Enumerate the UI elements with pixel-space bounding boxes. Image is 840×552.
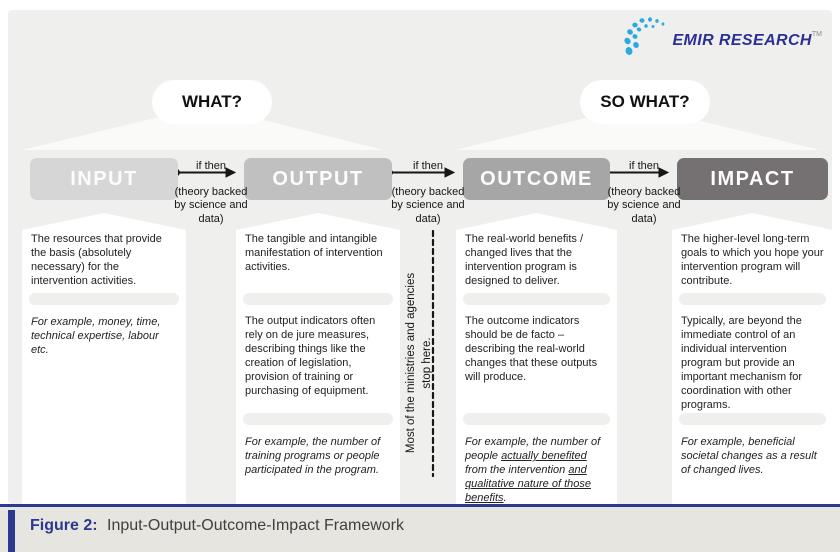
output-definition: The tangible and intangible manifestatio… [245, 233, 383, 273]
section-divider [463, 413, 610, 425]
outcome-description-column: The real-world benefits / changed lives … [456, 213, 617, 510]
outcome-example-part: For example, the number of people [465, 436, 601, 462]
outcome-definition: The real-world benefits / changed lives … [465, 233, 583, 287]
outcome-example-underlined: and qualitative nature of those benefits [465, 464, 591, 504]
section-divider [29, 293, 179, 305]
output-description-column: The tangible and intangible manifestatio… [236, 213, 400, 510]
impact-description-column: The higher-level long-term goals to whic… [672, 213, 833, 510]
connector-label-3: if then (theory backed by science and da… [606, 160, 682, 226]
so-what-bubble: SO WHAT? [580, 80, 710, 124]
impact-box: IMPACT [677, 158, 828, 200]
logo-swirl-icon [624, 17, 665, 55]
caption-top-rule [0, 504, 840, 507]
diagram-panel: EMIR RESEARCH TM WHAT? SO WHAT? INPUT OU… [8, 10, 833, 510]
logo-wordmark: EMIR RESEARCH [672, 32, 812, 49]
outcome-example-underlined: actually benefited [501, 450, 587, 462]
ministries-stop-here-note: Most of the ministries and agencies stop… [403, 239, 437, 487]
impact-scope: Typically, are beyond the immediate cont… [681, 315, 803, 411]
stop-note-line1: Most of the ministries and agencies [405, 272, 417, 454]
outcome-indicators: The outcome indicators should be de fact… [465, 315, 598, 383]
connector-label-2: if then (theory backed by science and da… [390, 160, 466, 226]
output-example: For example, the number of training prog… [245, 436, 381, 476]
outcome-example-part: from the intervention [465, 464, 569, 476]
input-example: For example, money, time, technical expe… [31, 316, 161, 356]
input-description-column: The resources that provide the basis (ab… [22, 213, 186, 510]
outcome-example: For example, the number of people actual… [456, 425, 617, 510]
outcome-example-part: . [503, 492, 507, 504]
diagram-decorations [22, 112, 820, 478]
impact-definition: The higher-level long-term goals to whic… [681, 233, 824, 287]
theory-label: (theory backed by science and data) [174, 185, 248, 225]
section-divider [679, 293, 826, 305]
if-then-label: if then [413, 160, 443, 172]
output-indicators: The output indicators often rely on de j… [245, 315, 376, 397]
stop-note-line2: stop here. [421, 337, 433, 389]
figure-number-label: Figure 2: [30, 517, 98, 534]
figure-caption: Figure 2: Input-Output-Outcome-Impact Fr… [0, 507, 840, 552]
section-divider [243, 293, 393, 305]
section-divider [679, 413, 826, 425]
emir-research-logo: EMIR RESEARCH TM [622, 14, 822, 60]
connector-label-1: if then (theory backed by science and da… [173, 160, 249, 226]
outcome-box: OUTCOME [463, 158, 610, 200]
theory-label: (theory backed by science and data) [607, 185, 681, 225]
theory-label: (theory backed by science and data) [391, 185, 465, 225]
input-definition: The resources that provide the basis (ab… [31, 233, 162, 287]
if-then-label: if then [629, 160, 659, 172]
impact-example: For example, beneficial societal changes… [681, 436, 817, 476]
if-then-label: if then [196, 160, 226, 172]
what-bubble: WHAT? [152, 80, 272, 124]
section-divider [463, 293, 610, 305]
caption-text: Figure 2: Input-Output-Outcome-Impact Fr… [30, 517, 404, 535]
input-box: INPUT [30, 158, 178, 200]
figure-title: Input-Output-Outcome-Impact Framework [107, 517, 404, 534]
logo-trademark: TM [811, 31, 822, 38]
section-divider [243, 413, 393, 425]
what-funnel [22, 112, 384, 150]
output-box: OUTPUT [244, 158, 392, 200]
so-what-funnel [455, 112, 820, 150]
caption-accent-bar [8, 510, 15, 552]
